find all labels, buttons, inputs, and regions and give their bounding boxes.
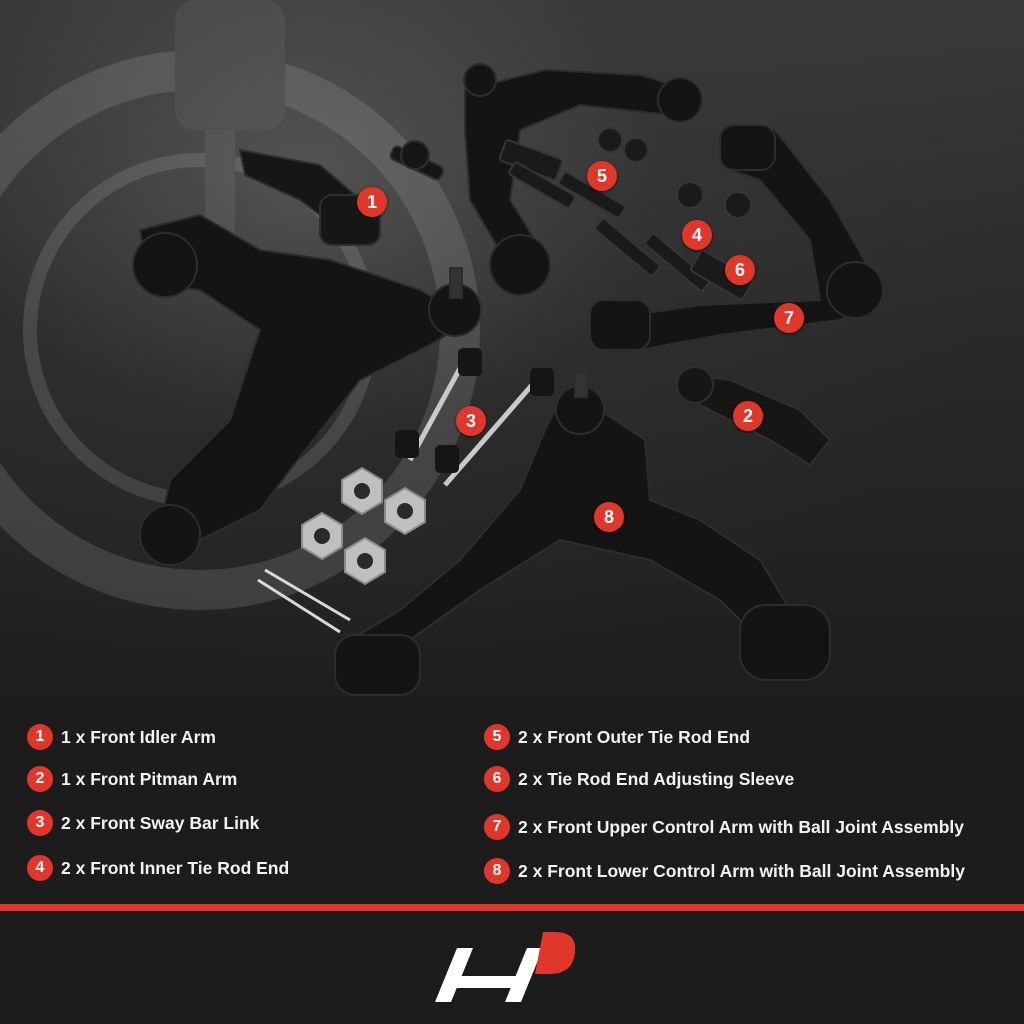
brand-logo — [435, 932, 576, 1002]
callout-badge-5: 5 — [587, 161, 617, 191]
legend-label: 2 x Front Upper Control Arm with Ball Jo… — [518, 816, 964, 837]
legend-item-7: 7 2 x Front Upper Control Arm with Ball … — [484, 813, 964, 841]
legend-number: 6 — [484, 766, 510, 792]
legend-number: 8 — [484, 858, 510, 884]
legend-label: 2 x Tie Rod End Adjusting Sleeve — [518, 768, 795, 789]
accent-divider — [0, 904, 1024, 911]
callout-badge-2: 2 — [733, 401, 763, 431]
legend-number: 1 — [27, 724, 53, 750]
legend-number: 5 — [484, 724, 510, 750]
callout-badge-4: 4 — [682, 220, 712, 250]
callout-badge-6: 6 — [725, 255, 755, 285]
legend-item-3: 3 2 x Front Sway Bar Link — [27, 809, 259, 837]
parts-legend: 1 1 x Front Idler Arm 2 1 x Front Pitman… — [0, 715, 1024, 895]
legend-number: 3 — [27, 810, 53, 836]
legend-number: 4 — [27, 855, 53, 881]
product-photo: 1 2 3 4 5 6 7 8 — [0, 0, 1024, 700]
legend-label: 1 x Front Pitman Arm — [61, 768, 238, 789]
callout-badge-7: 7 — [774, 303, 804, 333]
legend-number: 2 — [27, 766, 53, 792]
legend-label: 2 x Front Sway Bar Link — [61, 812, 260, 833]
legend-number: 7 — [484, 814, 510, 840]
callout-badge-3: 3 — [456, 406, 486, 436]
legend-item-5: 5 2 x Front Outer Tie Rod End — [484, 723, 750, 751]
legend-label: 1 x Front Idler Arm — [61, 726, 216, 747]
legend-item-8: 8 2 x Front Lower Control Arm with Ball … — [484, 857, 965, 885]
callout-badge-1: 1 — [357, 187, 387, 217]
legend-label: 2 x Front Outer Tie Rod End — [518, 726, 751, 747]
legend-label: 2 x Front Inner Tie Rod End — [61, 857, 290, 878]
legend-item-4: 4 2 x Front Inner Tie Rod End — [27, 854, 289, 882]
legend-item-2: 2 1 x Front Pitman Arm — [27, 765, 237, 793]
suspension-parts-illustration — [0, 0, 884, 696]
legend-item-1: 1 1 x Front Idler Arm — [27, 723, 216, 751]
legend-item-6: 6 2 x Tie Rod End Adjusting Sleeve — [484, 765, 794, 793]
legend-label: 2 x Front Lower Control Arm with Ball Jo… — [518, 860, 965, 881]
callout-badge-8: 8 — [594, 502, 624, 532]
